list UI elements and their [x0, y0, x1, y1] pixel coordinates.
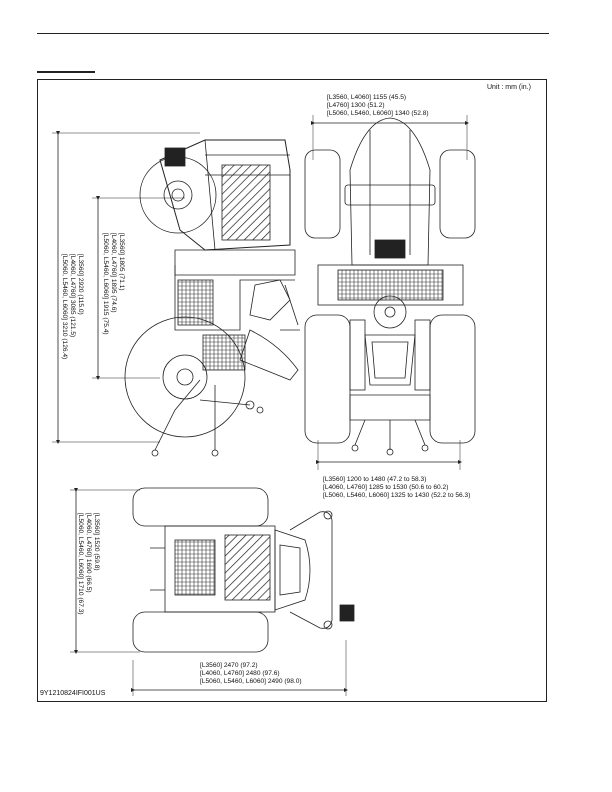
- top-view-drawing: [304, 115, 476, 470]
- figure-id: 9Y1210824IFI001US: [40, 690, 106, 697]
- steering-height-line-2: [L4060, L4760] 1895 (74.6): [109, 233, 117, 313]
- overall-height-dimension: [L3560] 2920 (115.0) [L4060, L4760] 3085…: [59, 254, 84, 359]
- top-width-dimension: [L3560, L4060] 1155 (45.5) [L4760] 1300 …: [327, 94, 429, 119]
- tread-line-3: [L5060, L5460, L6060] 1325 to 1430 (52.2…: [323, 492, 471, 500]
- front-view-drawing: [70, 487, 355, 696]
- overall-height-line-2: [L4060, L4760] 3085 (121.5): [68, 254, 76, 338]
- top-width-line-2: [L4760] 1300 (51.2): [327, 102, 385, 110]
- unit-label: Unit : mm (in.): [487, 84, 531, 91]
- overall-height-line-3: [L5060, L5460, L6060] 3210 (126.4): [60, 254, 68, 360]
- wheelbase-dimension: [L3560] 2470 (97.2) [L4060, L4760] 2480 …: [200, 662, 302, 687]
- steering-height-dimension: [L3560] 1805 (71.1) [L4060, L4760] 1895 …: [100, 233, 125, 335]
- figure-frame: [37, 79, 547, 702]
- side-view-drawing: [52, 131, 300, 457]
- overall-width-dimension: [L3560] 1520 (59.8) [L4060, L4760] 1690 …: [75, 513, 100, 615]
- tread-line-1: [L3560] 1200 to 1480 (47.2 to 58.3): [323, 476, 427, 483]
- tread-line-2: [L4060, L4760] 1285 to 1530 (50.6 to 60.…: [323, 484, 449, 492]
- wheelbase-line-1: [L3560] 2470 (97.2): [200, 662, 258, 669]
- overall-height-line-1: [L3560] 2920 (115.0): [77, 254, 84, 315]
- top-width-line-1: [L3560, L4060] 1155 (45.5): [327, 94, 407, 101]
- overall-width-line-1: [L3560] 1520 (59.8): [93, 513, 100, 571]
- header-rule: [37, 33, 549, 34]
- steering-height-line-3: [L5060, L5460, L6060] 1915 (75.4): [101, 233, 109, 335]
- tread-dimension: [L3560] 1200 to 1480 (47.2 to 58.3) [L40…: [323, 476, 470, 501]
- wheelbase-line-2: [L4060, L4760] 2480 (97.6): [200, 670, 280, 678]
- steering-height-line-1: [L3560] 1805 (71.1): [118, 233, 125, 291]
- top-width-line-3: [L5060, L5460, L6060] 1340 (52.8): [327, 110, 429, 118]
- overall-width-line-2: [L4060, L4760] 1690 (66.5): [84, 513, 92, 593]
- wheelbase-line-3: [L5060, L5460, L6060] 2490 (98.0): [200, 678, 302, 686]
- section-title-underline: [37, 71, 95, 73]
- overall-width-line-3: [L5060, L5460, L6060] 1710 (67.3): [76, 513, 84, 615]
